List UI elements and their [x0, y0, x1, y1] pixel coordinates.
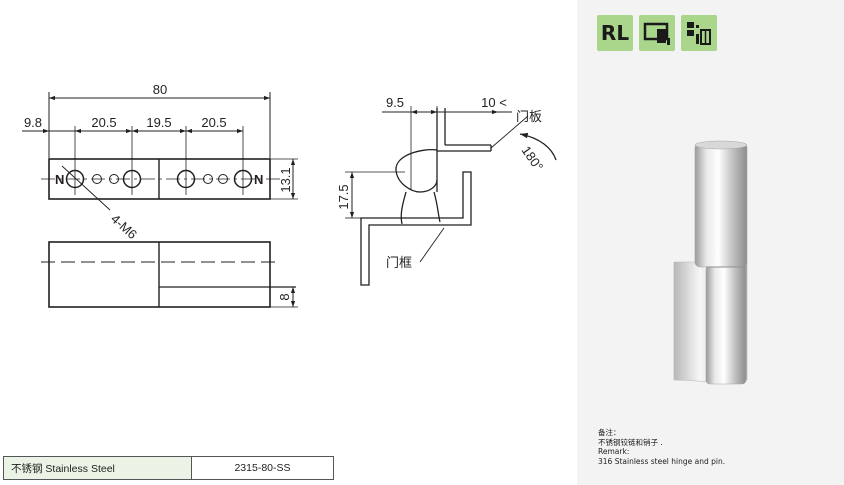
mounting-hole	[176, 169, 196, 189]
dim-pitch-1: 20.5	[91, 115, 116, 130]
parts-icon	[681, 15, 717, 51]
hinge-barrel-upper	[694, 142, 748, 268]
remark-block: 备注： 不锈钢铰链和销子 . Remark: 316 Stainless ste…	[598, 428, 725, 466]
dim-pitch-2: 19.5	[146, 115, 171, 130]
leader-door-leaf	[490, 115, 529, 149]
dim-overall-length: 80	[153, 82, 167, 97]
hinge-mount-icon	[639, 15, 675, 51]
dim-pitch-3: 20.5	[201, 115, 226, 130]
small-hole	[109, 174, 119, 184]
mounting-hole	[122, 169, 142, 189]
dim-height: 13.1	[278, 167, 293, 192]
mounting-hole	[233, 169, 253, 189]
rl-icon: RL	[597, 15, 633, 51]
small-hole	[218, 174, 228, 184]
angle-label: 180°	[519, 143, 547, 174]
end-mark: N	[55, 172, 64, 187]
icon-row: RL	[597, 15, 717, 51]
dim-thickness: 8	[277, 293, 292, 300]
remark-heading-cn: 备注：	[598, 428, 621, 437]
material-cell: 不锈钢 Stainless Steel	[3, 456, 192, 480]
dim-frame-height: 17.5	[336, 184, 351, 209]
product-photo	[673, 140, 748, 385]
dim-leaf-gap: 10 <	[481, 95, 507, 110]
rotation-arrow	[519, 132, 557, 161]
hinge-barrel-lower	[705, 265, 747, 385]
part-code-cell: 2315-80-SS	[191, 456, 334, 480]
dim-leaf-offset: 9.5	[386, 95, 404, 110]
product-panel	[577, 0, 844, 485]
table-row: 不锈钢 Stainless Steel 2315-80-SS	[3, 456, 334, 480]
door-frame	[360, 171, 472, 286]
remark-text-cn: 不锈钢铰链和销子 .	[598, 437, 663, 447]
spec-table: 不锈钢 Stainless Steel 2315-80-SS	[3, 456, 334, 480]
small-hole	[203, 174, 213, 184]
hinge-leaf-curve	[400, 191, 407, 225]
door-leaf-label: 门板	[516, 110, 542, 125]
end-mark: N	[254, 172, 263, 187]
install-view	[345, 106, 557, 286]
dim-offset-left: 9.8	[24, 115, 42, 130]
hole-callout: 4-M6	[108, 211, 140, 242]
leader-line	[61, 165, 111, 211]
hinge-knuckle	[395, 149, 438, 193]
door-frame-label: 门框	[386, 256, 412, 271]
remark-text-en: 316 Stainless steel hinge and pin.	[598, 456, 726, 466]
hinge-leaf-curve	[433, 191, 441, 223]
remark-heading-en: Remark:	[598, 447, 630, 456]
mounting-hole	[65, 169, 85, 189]
front-view: N N	[22, 92, 298, 308]
leader-door-frame	[419, 227, 445, 263]
small-hole	[92, 174, 102, 184]
barrel-top	[694, 140, 748, 150]
